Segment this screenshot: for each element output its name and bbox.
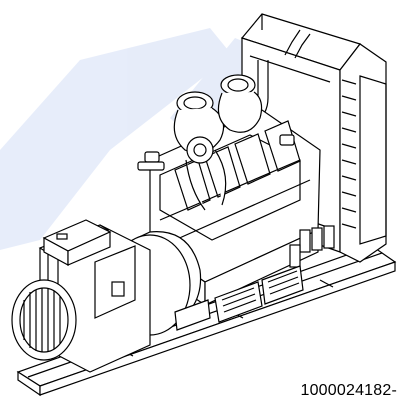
turbochargers (173, 74, 263, 211)
control-box (42, 219, 112, 267)
filters (137, 134, 335, 268)
skid-boxes (174, 265, 304, 331)
alternator-grille (11, 279, 77, 361)
figure-part-number: 1000024182- (300, 382, 397, 399)
